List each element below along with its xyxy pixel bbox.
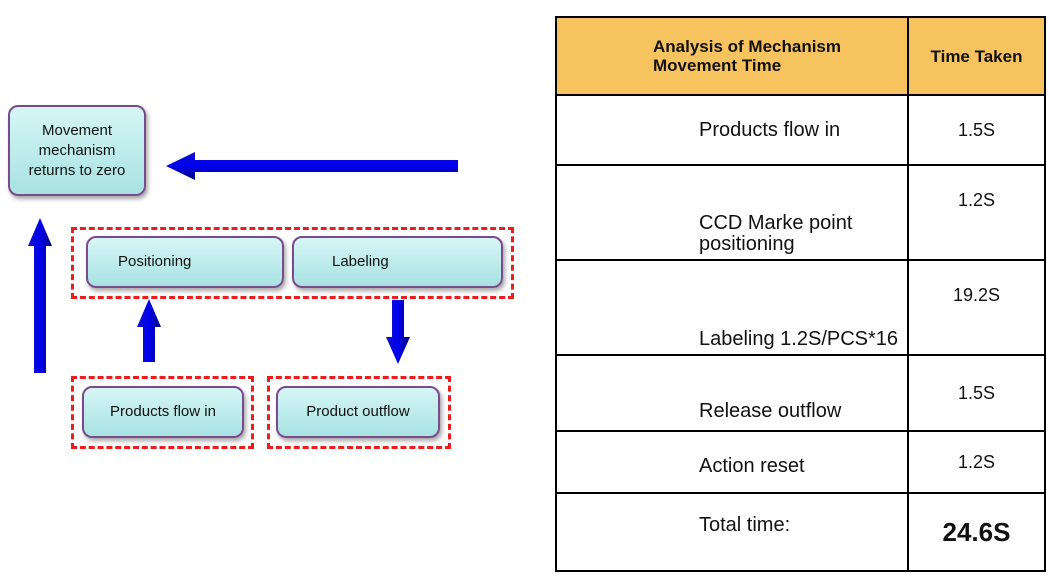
row-label: Labeling 1.2S/PCS*16 [555,259,909,356]
node-labeling: Labeling [292,236,503,288]
row-label: Action reset [555,430,909,494]
arrow-down-outflow [386,300,410,364]
header-time-taken: Time Taken [907,16,1046,96]
arrow-left-to-zero [166,152,458,180]
row-label: Products flow in [555,94,909,166]
total-label: Total time: [555,492,909,572]
row-label: Release outflow [555,354,909,432]
node-positioning: Positioning [86,236,284,288]
node-product-outflow: Product outflow [276,386,440,438]
node-returns-to-zero: Movement mechanism returns to zero [8,105,146,196]
header-analysis: Analysis of Mechanism Movement Time [555,16,909,96]
row-value: 1.5S [907,354,1046,432]
dashed-frame-positioning-labeling [71,227,514,299]
row-value: 1.2S [907,430,1046,494]
dashed-frame-flow-in [71,376,254,449]
row-value: 1.5S [907,94,1046,166]
total-value: 24.6S [907,492,1046,572]
row-value: 19.2S [907,259,1046,356]
time-analysis-table: Analysis of Mechanism Movement Time Time… [555,16,1046,572]
dashed-frame-outflow [267,376,451,449]
arrow-up-flow-in [137,299,161,362]
node-products-flow-in: Products flow in [82,386,244,438]
row-value: 1.2S [907,164,1046,261]
arrow-up-left [28,218,52,373]
row-label: CCD Marke point positioning [555,164,909,261]
